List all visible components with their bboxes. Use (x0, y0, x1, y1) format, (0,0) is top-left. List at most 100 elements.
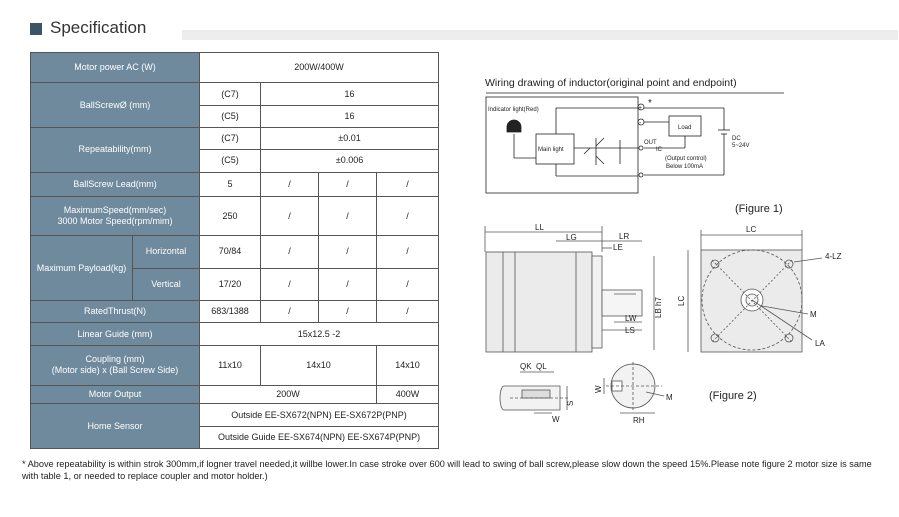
dim-rh-label: RH (633, 416, 645, 425)
wiring-title: Wiring drawing of inductor(original poin… (485, 77, 737, 89)
side-view-labels: LL LG LR LE LW LS LB h7 (535, 223, 663, 335)
table-row: (C5) 16 (31, 104, 440, 128)
coupling-value: 11x10 (199, 344, 262, 387)
leader-m (761, 305, 809, 315)
table-row: Vertical 17/20 / / / (31, 267, 440, 302)
lead-value: 5 (199, 171, 262, 197)
table-row: BallScrewØ (mm) (C7) 16 (29, 82, 440, 128)
indicator-label: Indicator light(Red) (488, 107, 539, 113)
table-row: (C5) ±0.006 (31, 149, 440, 173)
table-row: Coupling (mm)(Motor side) x (Ball Screw … (29, 344, 440, 387)
out-label: OUT (644, 140, 657, 146)
horizontal-value: / (376, 235, 440, 269)
ic-label: IC (656, 147, 663, 153)
dc-label: DC (732, 136, 741, 142)
motor-front-view (687, 230, 823, 353)
header-square-icon (30, 23, 42, 35)
figure-2-caption: (Figure 2) (709, 390, 757, 402)
table-row: Maximum Payload(kg) Horizontal 70/84 / /… (30, 235, 440, 302)
repeat-c7-value: ±0.01 (260, 126, 440, 151)
front-view-labels: LC 4-LZ M LA LC (677, 225, 842, 348)
table-row: Motor power AC (W) 200W/400W (29, 51, 440, 84)
minus-label: - (639, 120, 642, 127)
lead-value: / (318, 171, 378, 197)
lead-label: BallScrew Lead(mm) (29, 171, 201, 197)
dim-lc-label: LC (746, 225, 756, 234)
speed-label: MaximumSpeed(mm/sec)3000 Motor Speed(rpm… (29, 195, 201, 237)
light-arrow-icon (583, 147, 591, 155)
transistor-icon (595, 155, 605, 165)
figure-1-caption: (Figure 1) (735, 203, 783, 215)
output-limit-label: Below 100mA (666, 164, 703, 170)
dim-w-label: W (552, 415, 560, 424)
main-light-label: Main light (538, 147, 564, 153)
terminal-out-icon (638, 145, 644, 151)
home-outside-guide-value: Outside Guide EE-SX674(NPN) EE-SX674P(PN… (199, 425, 440, 450)
payload-label: Maximum Payload(kg) (30, 235, 133, 302)
vertical-value: / (318, 267, 378, 302)
dim-m-label: M (810, 310, 817, 319)
bolt-hole (784, 333, 794, 343)
shaft-detail-labels: QK QL W S RH W M (520, 362, 673, 425)
motor-power-value: 200W/400W (199, 51, 440, 84)
wiring-diagram (485, 92, 784, 194)
dim-lz-label: 4-LZ (825, 252, 842, 261)
speed-label-line-2: 3000 Motor Speed(rpm/mim) (57, 216, 173, 227)
dim-s-label: S (566, 401, 575, 406)
table-row: RatedThrust(N) 683/1388 / / / (29, 300, 440, 324)
dim-ls-label: LS (625, 326, 635, 335)
section-header: Specification (30, 18, 898, 44)
footnote: * Above repeatability is within strok 30… (22, 459, 872, 481)
ballscrew-label: BallScrewØ (mm) (29, 82, 201, 128)
table-row: BallScrew Lead(mm) 5 / / / (29, 171, 440, 197)
wiring-labels: Indicator light(Red) Main light Load OUT… (488, 98, 750, 170)
guide-value: 15x12.5 -2 (199, 322, 440, 346)
leader-m2 (645, 391, 665, 397)
dim-m2-label: M (666, 393, 673, 402)
main-light-box (535, 133, 575, 165)
dim-ll-label: LL (535, 223, 544, 232)
lead-value: / (376, 171, 440, 197)
coupling-label-line-2: (Motor side) x (Ball Screw Side) (51, 365, 179, 376)
vertical-value: / (376, 267, 440, 302)
motor-power-label: Motor power AC (W) (29, 51, 201, 84)
speed-label-line-1: MaximumSpeed(mm/sec) (63, 205, 167, 216)
sensor-box (485, 96, 639, 194)
dc-voltage-label: 5~24V (732, 143, 750, 149)
table-row: Home Sensor Outside EE-SX672(NPN) EE-SX6… (29, 403, 440, 449)
table-row: Linear Guide (mm) 15x12.5 -2 (29, 322, 440, 346)
repeat-c7-grade: (C7) (199, 126, 262, 151)
bolt-hole (710, 259, 720, 269)
dim-ql-label: QL (536, 362, 547, 371)
coupling-value: 14x10 (376, 344, 440, 387)
center-line (711, 259, 793, 343)
dim-la-label: LA (815, 339, 825, 348)
speed-value: / (318, 195, 378, 237)
speed-value: 250 (199, 195, 262, 237)
shaft-keyway (521, 389, 551, 399)
repeat-c5-value: ±0.006 (260, 149, 440, 173)
guide-label: Linear Guide (mm) (29, 322, 201, 346)
vertical-label: Vertical (131, 267, 201, 302)
bolt-hole (784, 259, 794, 269)
coupling-value: 14x10 (260, 344, 378, 387)
dim-lr-label: LR (619, 232, 629, 241)
output-control-label: (Output control) (665, 156, 707, 162)
speed-value: / (376, 195, 440, 237)
leader-lz (793, 257, 823, 263)
dim-lc-vertical-label: LC (677, 296, 686, 306)
shaft-detail (499, 362, 665, 414)
star-label: * (648, 98, 652, 109)
indicator-lamp-icon (506, 119, 522, 133)
plus-label: + (638, 105, 642, 112)
coupling-label: Coupling (mm)(Motor side) x (Ball Screw … (29, 344, 201, 387)
dim-lw-label: LW (625, 314, 637, 323)
bolt-hole (710, 333, 720, 343)
load-label: Load (678, 125, 691, 131)
coupling-label-line-1: Coupling (mm) (85, 354, 145, 365)
output-label: Motor Output (29, 385, 201, 405)
dim-lb-label: LB h7 (654, 297, 663, 318)
dim-w2-label: W (594, 385, 603, 393)
leader-la (751, 299, 813, 341)
